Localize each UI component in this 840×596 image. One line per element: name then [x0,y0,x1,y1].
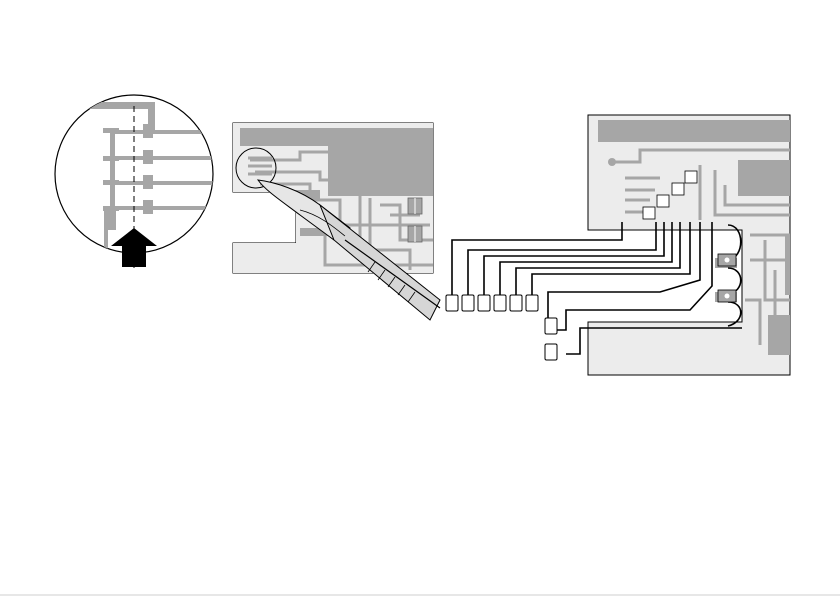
magnified-trace-cut-detail [55,95,215,268]
pcb-with-craft-knife [233,123,440,320]
wire-pad [462,295,474,311]
wire-pad [478,295,490,311]
wire-pad [545,344,557,360]
numbered-pads [446,295,557,360]
wire-pad [494,295,506,311]
wire-pad [526,295,538,311]
wire-pad [510,295,522,311]
wire-pad [545,318,557,334]
pcb-with-wire-leads [446,115,790,375]
wire-pad [446,295,458,311]
